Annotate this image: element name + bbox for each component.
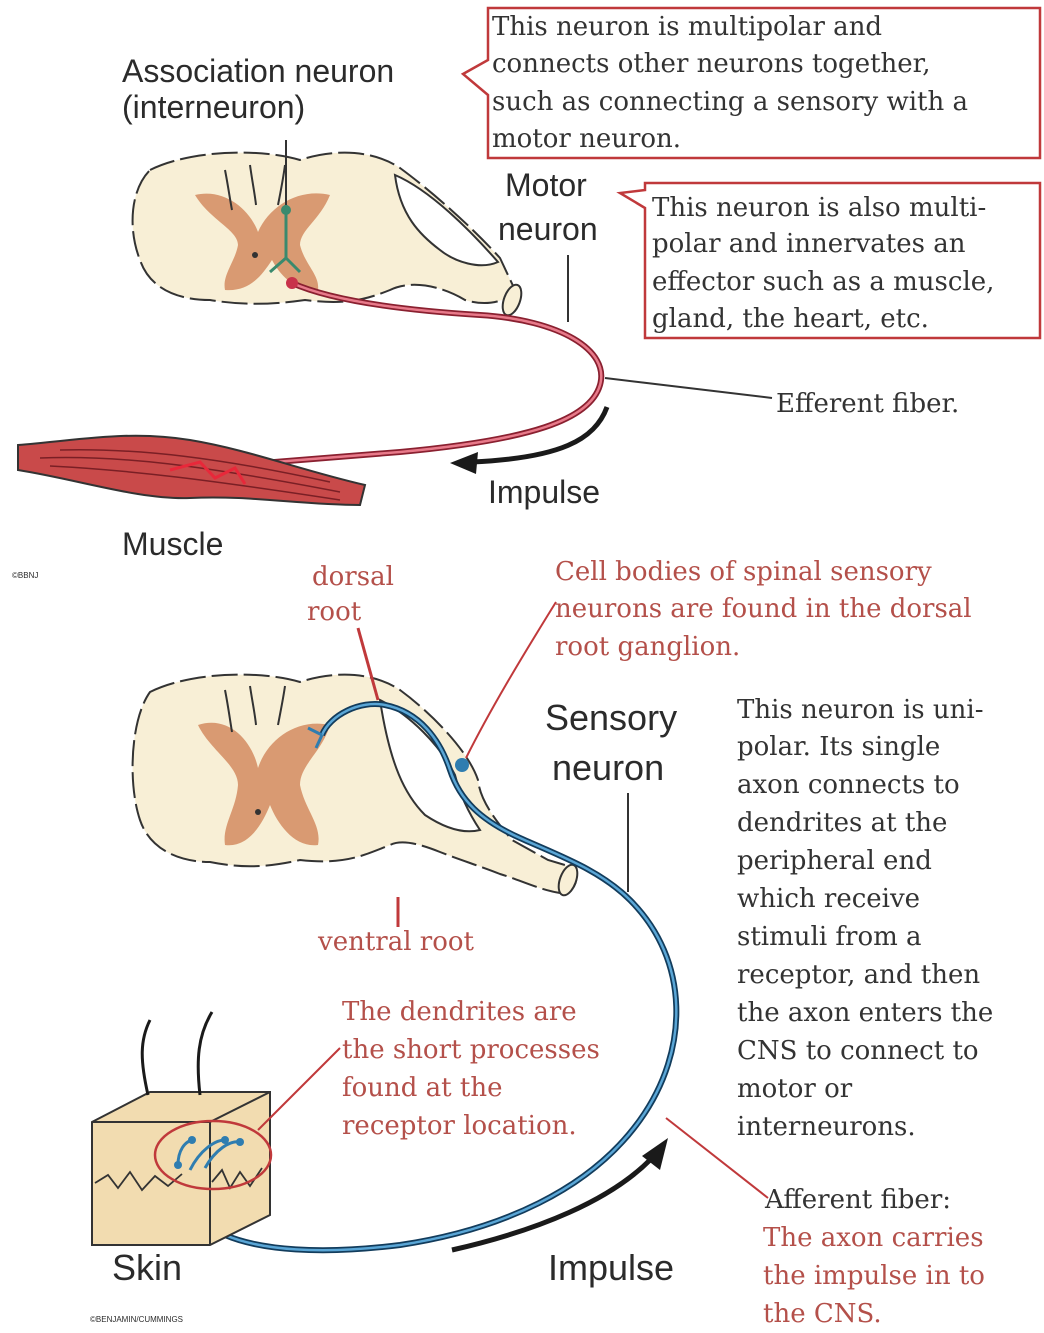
sensory-note-line-1: This neuron is uni- bbox=[737, 695, 984, 725]
neuron-label-motor: neuron bbox=[498, 211, 598, 247]
skin-illustration bbox=[92, 1012, 271, 1245]
lower-panel: dorsal root Cell bodies of spinal sensor… bbox=[90, 557, 993, 1329]
sensory-note-line-6: which receive bbox=[737, 884, 920, 914]
afferent-note-line-3: the CNS. bbox=[763, 1299, 882, 1329]
sensory-note: This neuron is uni- polar. Its single ax… bbox=[737, 695, 993, 1142]
interneuron-label: (interneuron) bbox=[122, 89, 305, 125]
sensory-note-line-11: motor or bbox=[737, 1074, 853, 1104]
skin-label: Skin bbox=[112, 1247, 182, 1288]
sensory-note-line-2: polar. Its single bbox=[737, 732, 940, 762]
cell-bodies-note-line-2: neurons are found in the dorsal bbox=[555, 594, 972, 624]
ventral-root-label: ventral root bbox=[317, 927, 475, 957]
association-note-line-2: connects other neurons together, bbox=[492, 49, 931, 79]
dendrites-note-line-4: receptor location. bbox=[342, 1111, 577, 1141]
cell-bodies-note-line-1: Cell bodies of spinal sensory bbox=[555, 557, 932, 587]
dorsal-root-ganglion-cell bbox=[455, 758, 469, 772]
upper-panel: Association neuron (interneuron) This ne… bbox=[12, 8, 1040, 580]
association-neuron-label: Association neuron bbox=[122, 53, 394, 89]
sensory-note-line-12: interneurons. bbox=[737, 1112, 916, 1142]
dendrites-note: The dendrites are the short processes fo… bbox=[342, 997, 600, 1141]
sensory-note-line-3: axon connects to bbox=[737, 770, 960, 800]
muscle-illustration bbox=[18, 436, 365, 505]
association-note-line-3: such as connecting a sensory with a bbox=[492, 87, 968, 117]
motor-note-line-4: gland, the heart, etc. bbox=[652, 304, 929, 334]
sensory-label: Sensory bbox=[545, 697, 677, 738]
sensory-note-line-7: stimuli from a bbox=[737, 922, 922, 952]
dendrites-leader bbox=[258, 1048, 340, 1130]
motor-note-line-2: polar and innervates an bbox=[652, 229, 966, 259]
motor-note-line-3: effector such as a muscle, bbox=[652, 267, 994, 297]
dendrites-note-line-1: The dendrites are bbox=[342, 997, 577, 1027]
efferent-fiber-label: Efferent fiber. bbox=[776, 389, 959, 419]
association-note-line-1: This neuron is multipolar and bbox=[492, 12, 882, 42]
sensory-note-line-9: the axon enters the bbox=[737, 998, 993, 1028]
ganglion-leader bbox=[466, 602, 556, 758]
sensory-note-line-8: receptor, and then bbox=[737, 960, 980, 990]
credit-upper: ©BBNJ bbox=[12, 571, 38, 580]
association-note-box: This neuron is multipolar and connects o… bbox=[463, 8, 1040, 158]
efferent-leader bbox=[605, 378, 772, 398]
afferent-note-line-1: The axon carries bbox=[763, 1223, 984, 1253]
sensory-note-line-4: dendrites at the bbox=[737, 808, 947, 838]
impulse-label-lower: Impulse bbox=[548, 1247, 674, 1288]
afferent-fiber-title: Afferent fiber: bbox=[764, 1185, 951, 1215]
dorsal-label: dorsal bbox=[312, 562, 394, 592]
credit-lower: ©BENJAMIN/CUMMINGS bbox=[90, 1315, 183, 1324]
motor-note-box: This neuron is also multi- polar and inn… bbox=[620, 183, 1040, 338]
association-note-line-4: motor neuron. bbox=[492, 124, 681, 154]
dendrites-note-line-2: the short processes bbox=[342, 1035, 600, 1065]
motor-note-line-1: This neuron is also multi- bbox=[652, 193, 986, 223]
motor-axon bbox=[200, 277, 601, 468]
root-label: root bbox=[307, 597, 362, 627]
cell-bodies-note-line-3: root ganglion. bbox=[555, 632, 740, 662]
sensory-note-line-10: CNS to connect to bbox=[737, 1036, 979, 1066]
impulse-label-upper: Impulse bbox=[488, 474, 600, 510]
neuron-label-sensory: neuron bbox=[552, 747, 664, 788]
motor-label: Motor bbox=[505, 167, 587, 203]
dendrites-note-line-3: found at the bbox=[342, 1073, 502, 1103]
sensory-note-line-5: peripheral end bbox=[737, 846, 932, 876]
muscle-label: Muscle bbox=[122, 526, 223, 562]
afferent-note-line-2: the impulse in to bbox=[763, 1261, 985, 1291]
